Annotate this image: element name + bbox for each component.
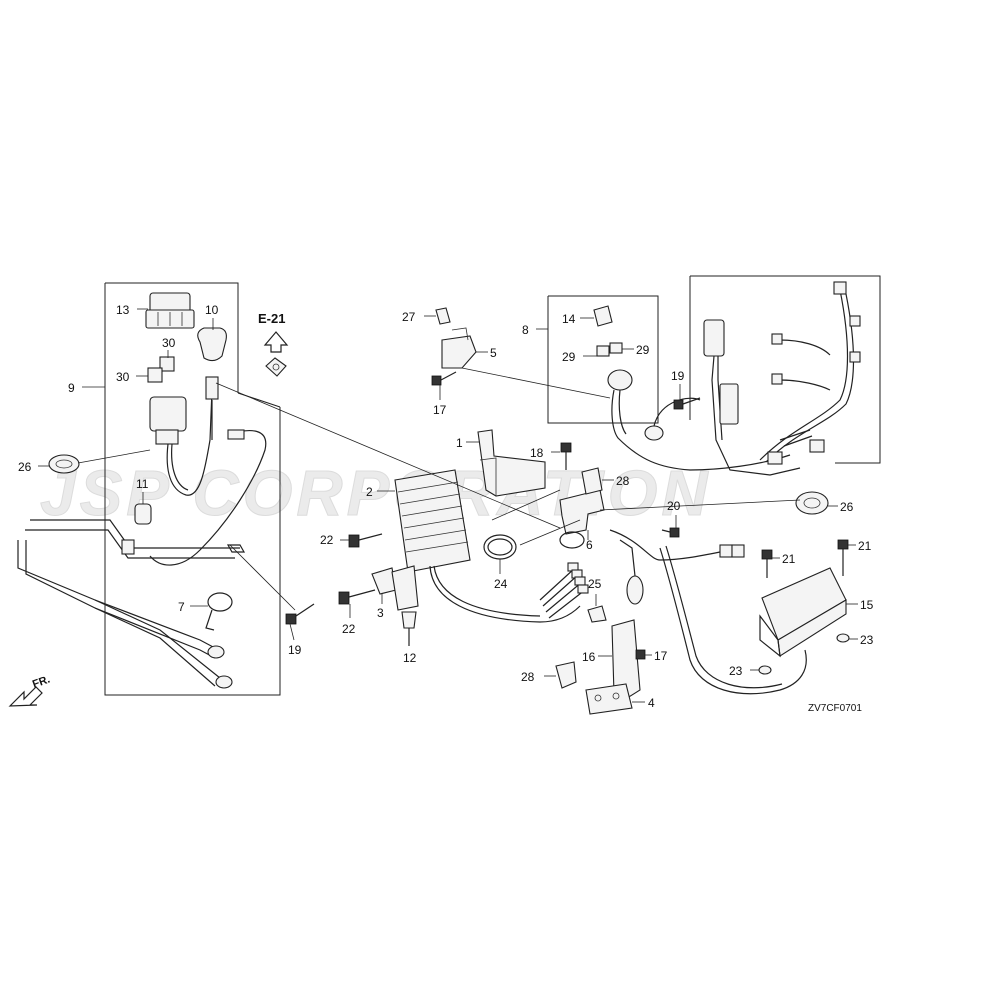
callout-12: 12 [403,651,417,665]
leader-lines [215,367,801,546]
part-20-bolt [661,515,680,538]
callout-19-left: 19 [288,643,302,657]
group-box-9 [82,282,281,696]
svg-text:FR.: FR. [31,673,52,690]
part-4-bracket [585,683,645,715]
part-28-clip-lower [544,661,577,689]
part-28-clip-upper [581,467,614,495]
callout-10: 10 [205,303,219,317]
callout-27: 27 [402,310,416,324]
group-box-8 [536,295,659,424]
callout-18: 18 [530,446,544,460]
part-5-bracket [441,327,488,369]
callout-26-left: 26 [18,460,32,474]
part-25-clip [587,594,607,623]
callout-28-upper: 28 [616,474,630,488]
part-19-bolt [229,544,315,641]
diagram-code: ZV7CF0701 [808,703,862,714]
part-26-grommet-right [795,491,838,515]
callout-30-upper: 30 [162,336,176,350]
callout-15: 15 [860,598,874,612]
callout-25: 25 [588,577,602,591]
part-15-module [759,567,858,658]
callout-29-left: 29 [562,350,576,364]
part-23-washer-left [750,665,772,675]
callout-7: 7 [178,600,185,614]
callout-4: 4 [648,696,655,710]
part-29-caps [583,342,634,357]
output-wires [539,562,589,619]
part-2-regulator [377,469,581,623]
part-14-switch [580,305,613,327]
callout-23-right: 23 [860,633,874,647]
part-17-bolt-lower [635,649,652,660]
part-22-bolt-upper [340,533,383,548]
part-24-band [483,534,517,574]
callout-19-right: 19 [671,369,685,383]
battery-cables [17,519,246,689]
part-17-bolt-upper [431,371,457,400]
part-7-clamp [190,592,233,631]
part-27-clip [424,307,451,325]
part-16-bracket [598,619,641,701]
callout-28-lower: 28 [521,670,535,684]
part-11-grommet [134,492,152,525]
callout-2: 2 [366,485,373,499]
part-3-bracket [371,565,419,611]
callout-23-left: 23 [729,664,743,678]
callout-13: 13 [116,303,130,317]
callout-21-left: 21 [782,552,796,566]
callout-17-upper: 17 [433,403,447,417]
callout-1: 1 [456,436,463,450]
part-13-coupler [137,292,195,329]
callout-5: 5 [490,346,497,360]
callout-9: 9 [68,381,75,395]
callout-26-right: 26 [840,500,854,514]
callout-24: 24 [494,577,508,591]
callout-22-upper: 22 [320,533,334,547]
ground-harness [609,529,807,695]
group-box-harness [689,275,881,464]
callout-29-right: 29 [636,343,650,357]
callout-17-lower: 17 [654,649,668,663]
part-12-clip [401,611,417,646]
callouts: 13 10 30 30 9 26 11 7 19 27 5 17 8 14 29… [18,303,874,710]
part-22-bolt-lower [338,589,376,618]
part-18-bolt [551,442,572,470]
part-6-bracket [559,489,605,549]
main-harness [703,281,861,476]
part-21-bolt-left [761,549,780,578]
part-23-washer-right [836,633,858,643]
callout-8: 8 [522,323,529,337]
part-26-grommet [38,449,151,474]
callout-6: 6 [586,538,593,552]
part-10-cap [197,318,227,362]
callout-16: 16 [582,650,596,664]
ref-e21: E-21 [258,311,289,377]
part-21-bolt-right [837,539,856,576]
callout-14: 14 [562,312,576,326]
part-30-fuses [136,350,175,383]
svg-text:E-21: E-21 [258,311,285,326]
callout-20: 20 [667,499,681,513]
front-direction-arrow: FR. [8,673,52,707]
callout-22-lower: 22 [342,622,356,636]
callout-21-right: 21 [858,539,872,553]
callout-3: 3 [377,606,384,620]
callout-30-lower: 30 [116,370,130,384]
part-1-bracket [466,429,546,497]
callout-11: 11 [136,477,149,491]
harness-8 [607,369,791,471]
fuse-holder-harness [149,376,267,566]
part-19-bolt-right [673,384,701,410]
